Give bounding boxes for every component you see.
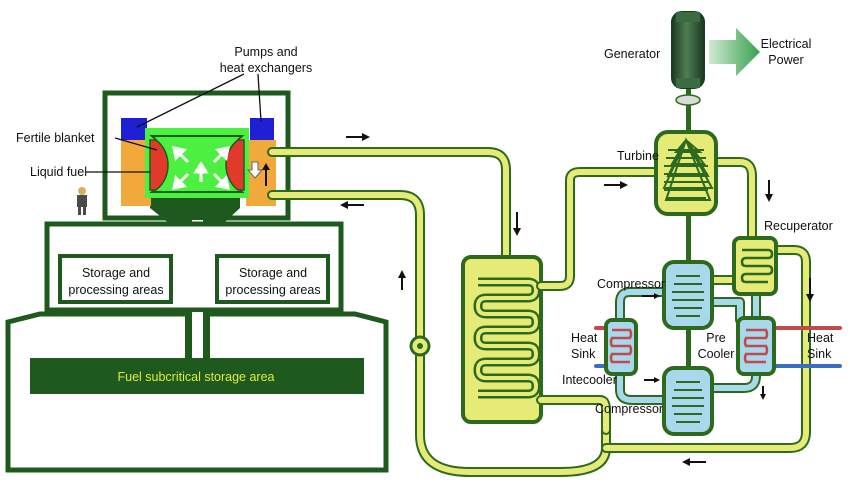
pumps-label-line1: Pumps and (234, 45, 297, 59)
heat-sink-right-label-line1: Heat (807, 331, 834, 345)
pre-cooler (736, 316, 776, 376)
turbine (654, 130, 718, 216)
electrical-power-arrow (709, 28, 760, 76)
storage-box-right (215, 254, 330, 304)
pump-right (250, 118, 274, 140)
fertile-blanket-label: Fertile blanket (16, 131, 95, 145)
generator (671, 11, 705, 89)
compressor-upper (662, 260, 714, 330)
pre-cooler-label-line2: Cooler (698, 347, 735, 361)
heat-sink-left-label-line1: Heat (571, 331, 598, 345)
compressor-upper-label: Compressor (597, 277, 665, 291)
primary-loop-pipes (267, 147, 611, 477)
recuperator (732, 236, 778, 296)
pumps-label-line2: heat exchangers (220, 61, 312, 75)
storage-box-left (58, 254, 173, 304)
intercooler (604, 318, 638, 376)
flow-arrows (340, 133, 814, 466)
reactor-core (121, 118, 276, 206)
fertile-blanket-right (225, 139, 245, 191)
pre-cooler-label-line1: Pre (706, 331, 726, 345)
storage-left-label-line2: processing areas (68, 283, 163, 297)
compressor-lower (662, 366, 714, 436)
electrical-power-label-line2: Power (768, 53, 803, 67)
liquid-fuel-label: Liquid fuel (30, 165, 87, 179)
pump-left (121, 118, 147, 140)
primary-heat-exchanger (461, 255, 543, 424)
generator-label: Generator (604, 47, 660, 61)
heat-sink-right-label-line2: Sink (807, 347, 832, 361)
fuel-storage-label: Fuel subcritical storage area (117, 370, 274, 384)
power-conversion-pipes (536, 157, 842, 453)
storage-left-label-line1: Storage and (82, 266, 150, 280)
heat-sink-left-label-line2: Sink (571, 347, 596, 361)
fuel-storage-area (30, 358, 364, 394)
reactor-building (5, 90, 389, 473)
person-figure (77, 187, 87, 215)
compressor-lower-label: Compressor (595, 402, 663, 416)
recuperator-label: Recuperator (764, 219, 833, 233)
fertile-blanket-left (149, 139, 169, 191)
storage-right-label-line2: processing areas (225, 283, 320, 297)
storage-right-label-line1: Storage and (239, 266, 307, 280)
electrical-power-label-line1: Electrical (761, 37, 812, 51)
turbine-label: Turbine (617, 149, 659, 163)
intercooler-label: Intecooler (562, 373, 617, 387)
